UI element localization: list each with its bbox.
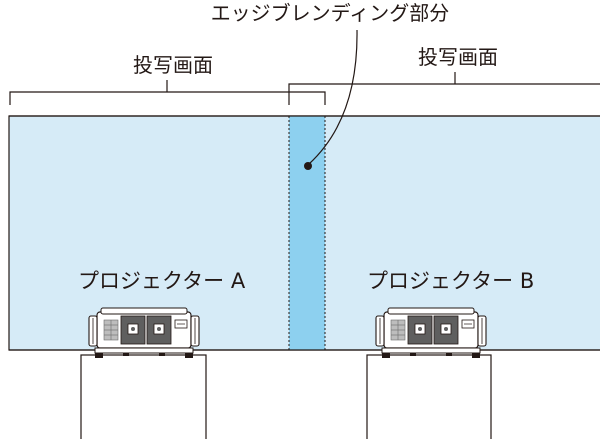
projector-b-icon [375,307,487,359]
edge-blending-overlap [289,116,325,350]
edge-blending-label: エッジブレンディング部分 [210,1,450,25]
leader-dot [304,162,312,170]
bracket-screen-b [288,83,600,105]
stand-a [80,354,207,439]
stand-b [366,354,492,439]
screen-a-label: 投写画面 [133,53,213,77]
leader-line [308,29,358,165]
bracket-screen-a [9,91,326,105]
projector-b-label: プロジェクター B [367,269,535,293]
projector-a-icon [88,307,200,359]
projector-a-label: プロジェクター A [78,269,246,293]
screen-b-label: 投写画面 [418,45,498,69]
